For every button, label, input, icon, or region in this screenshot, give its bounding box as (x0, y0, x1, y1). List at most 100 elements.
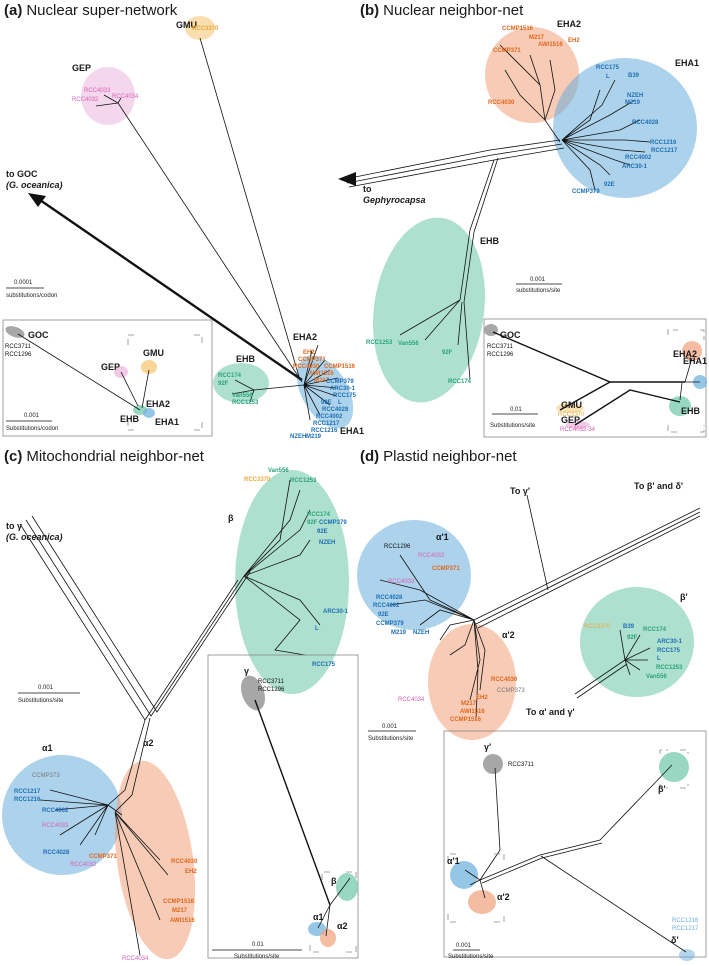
panel-c-title: Mitochondrial neighbor-net (26, 448, 204, 465)
to-gamma-label-d: To γ' (510, 486, 530, 496)
leaf-beta-c-0: Van556 (268, 468, 289, 474)
inset-d-zoom-box (447, 853, 505, 923)
leaf-alpha2-d-2: RCC4034 (398, 697, 425, 703)
svg-text:(c)Mitochondrial neighbor-net: (c)Mitochondrial neighbor-net (4, 448, 205, 465)
leaf-beta-d-1: B39 (623, 624, 635, 630)
inset-b: GOC RCC3711 RCC1296 GMU RCC3370 GEP RCC4… (483, 318, 707, 438)
goc-arrow-line (39, 199, 303, 381)
leaf-alpha2-d-0: RCC4030 (491, 677, 518, 683)
to-gamma-branch-d (526, 494, 549, 591)
leaf-eha1-b-1: L (606, 74, 610, 80)
inset-d-beta-ellipse (659, 752, 689, 782)
alpha2-ellipse-d (428, 624, 516, 740)
inset-a-branches (17, 333, 150, 411)
leaf-alpha1-c-7: CCMP371 (89, 854, 117, 860)
eha-branches-a (303, 344, 339, 421)
leaf-beta-d-8: Van556 (646, 674, 667, 680)
inset-c-rcc1296: RCC1296 (258, 687, 285, 693)
inset-d-alpha2-ellipse (468, 890, 496, 914)
leaf-eha1-b-9: ARC30-1 (622, 164, 648, 170)
leaf-beta-c-9: L (315, 626, 319, 632)
inset-a-gmu: GMU (143, 348, 164, 358)
beta-label-c: β (228, 513, 234, 523)
leaf-eha1-a-3: 92E (321, 400, 332, 406)
leaf-beta-c-7: NZEH (319, 540, 335, 546)
leaf-alpha2-c-0: RCC4030 (171, 859, 198, 865)
inset-d-subbranches (464, 849, 501, 899)
leaf-eha1-a-9: NZEH (290, 434, 306, 440)
leaf-alpha1-c-1: RCC1217 (14, 789, 41, 795)
leaf-eha2-b-1: M217 (529, 35, 545, 41)
leaf-alpha1-c-5: RCC4028 (43, 850, 70, 856)
alpha1-branches-d (379, 554, 475, 656)
goc-arrow-head (28, 193, 46, 207)
inset-c-branches (317, 877, 351, 937)
scale-value-c: 0.001 (38, 685, 54, 691)
inset-d-alpha2: α'2 (497, 892, 510, 902)
alpha2-label-d: α'2 (502, 630, 515, 640)
leaf-eha1-b-3: NZEH (627, 93, 643, 99)
leaf-ehb-a-3: RCC1253 (232, 400, 259, 406)
inset-b-eha2-ellipse (682, 341, 702, 361)
gephyro-branch-b (344, 139, 565, 188)
eha2-ellipse-b (485, 27, 579, 123)
leaf-beta-c-5: CCMP379 (319, 520, 347, 526)
inset-b-ehb: EHB (681, 406, 701, 416)
panel-a-letter: (a) (4, 2, 22, 19)
inset-a-goc-ellipse (5, 326, 25, 338)
leaf-eha1-a-5: RCC4028 (322, 407, 349, 413)
leaf-beta-d-6: L (657, 656, 661, 662)
inset-a-gep: GEP (101, 362, 120, 372)
leaf-eha1-a-8: RCC1216 (311, 428, 338, 434)
inset-a-rcc1296: RCC1296 (5, 352, 32, 358)
scale-unit-d: Substitutions/site (368, 736, 414, 742)
to-beta-delta-label-d: To β' and δ' (634, 481, 683, 491)
gephyro-label-b: Gephyrocapsa (363, 195, 426, 205)
inset-d-delta-ellipse (679, 949, 695, 961)
inset-b-eha2: EHA2 (673, 349, 697, 359)
inset-b-gmu: GMU (561, 400, 582, 410)
inset-d-alpha1: α'1 (447, 856, 460, 866)
alpha2-branches-d (469, 619, 486, 721)
leaf-eha1-a-0: CCMP379 (326, 379, 354, 385)
inset-a-rcc3711: RCC3711 (5, 344, 32, 350)
panel-a: (a)Nuclear super-network GMU RCC3370 GEP… (2, 2, 364, 440)
inset-a-gmu-ellipse (141, 360, 157, 374)
panel-a-title: Nuclear super-network (26, 2, 177, 19)
leaf-beta-c-2: RCC1253 (290, 478, 317, 484)
inset-b-rcc4032-34: RCC4032-34 (560, 427, 596, 433)
goc-species-label-c: (G. oceanica) (6, 532, 63, 542)
leaf-alpha1-d-6: 92E (378, 612, 389, 618)
alpha2-branches-c (114, 811, 169, 956)
panel-b-title: Nuclear neighbor-net (383, 2, 524, 19)
gep-leaves (95, 94, 122, 107)
scale-value-a: 0.0001 (14, 280, 33, 286)
panel-c-letter: (c) (4, 448, 22, 465)
leaf-eha2-a-4: AWI1516 (309, 371, 334, 377)
beta-branches-d (574, 629, 651, 699)
leaf-beta-d-0: RCC3370 (584, 624, 611, 630)
inset-d-gamma: γ' (484, 742, 491, 752)
inset-c-frame (207, 654, 359, 959)
eha1-branches-b (561, 79, 651, 191)
inset-a-eha2: EHA2 (146, 399, 170, 409)
leaf-alpha1-c-6: RCC4032 (70, 862, 97, 868)
panel-b-letter: (b) (360, 2, 379, 19)
goc-species-label: (G. oceanica) (6, 180, 63, 190)
leaf-alpha1-d-2: CCMP371 (432, 566, 460, 572)
leaf-alpha2-d-1: CCMP373 (497, 688, 525, 694)
leaf-alpha1-d-5: RCC4002 (373, 603, 400, 609)
beta-label-d: β' (680, 592, 688, 602)
leaf-beta-c-6: 92E (317, 529, 328, 535)
leaf-eha1-b-11: CCMP379 (572, 189, 600, 195)
leaf-alpha1-c-4: RCC4033 (42, 823, 69, 829)
leaf-eha2-b-2: CCMP371 (493, 48, 521, 54)
leaf-alpha1-c-2: RCC1216 (14, 797, 41, 803)
inset-c-alpha2-ellipse (320, 929, 336, 947)
eha2-label-a: EHA2 (293, 332, 317, 342)
leaf-eha1-b-4: M219 (625, 100, 641, 106)
inset-b-rcc3370: RCC3370 (558, 412, 585, 418)
inset-a-zoom-box (127, 334, 203, 431)
leaf-beta-c-8: ARC30-1 (323, 609, 349, 615)
gephyro-arrow-head (338, 172, 356, 186)
